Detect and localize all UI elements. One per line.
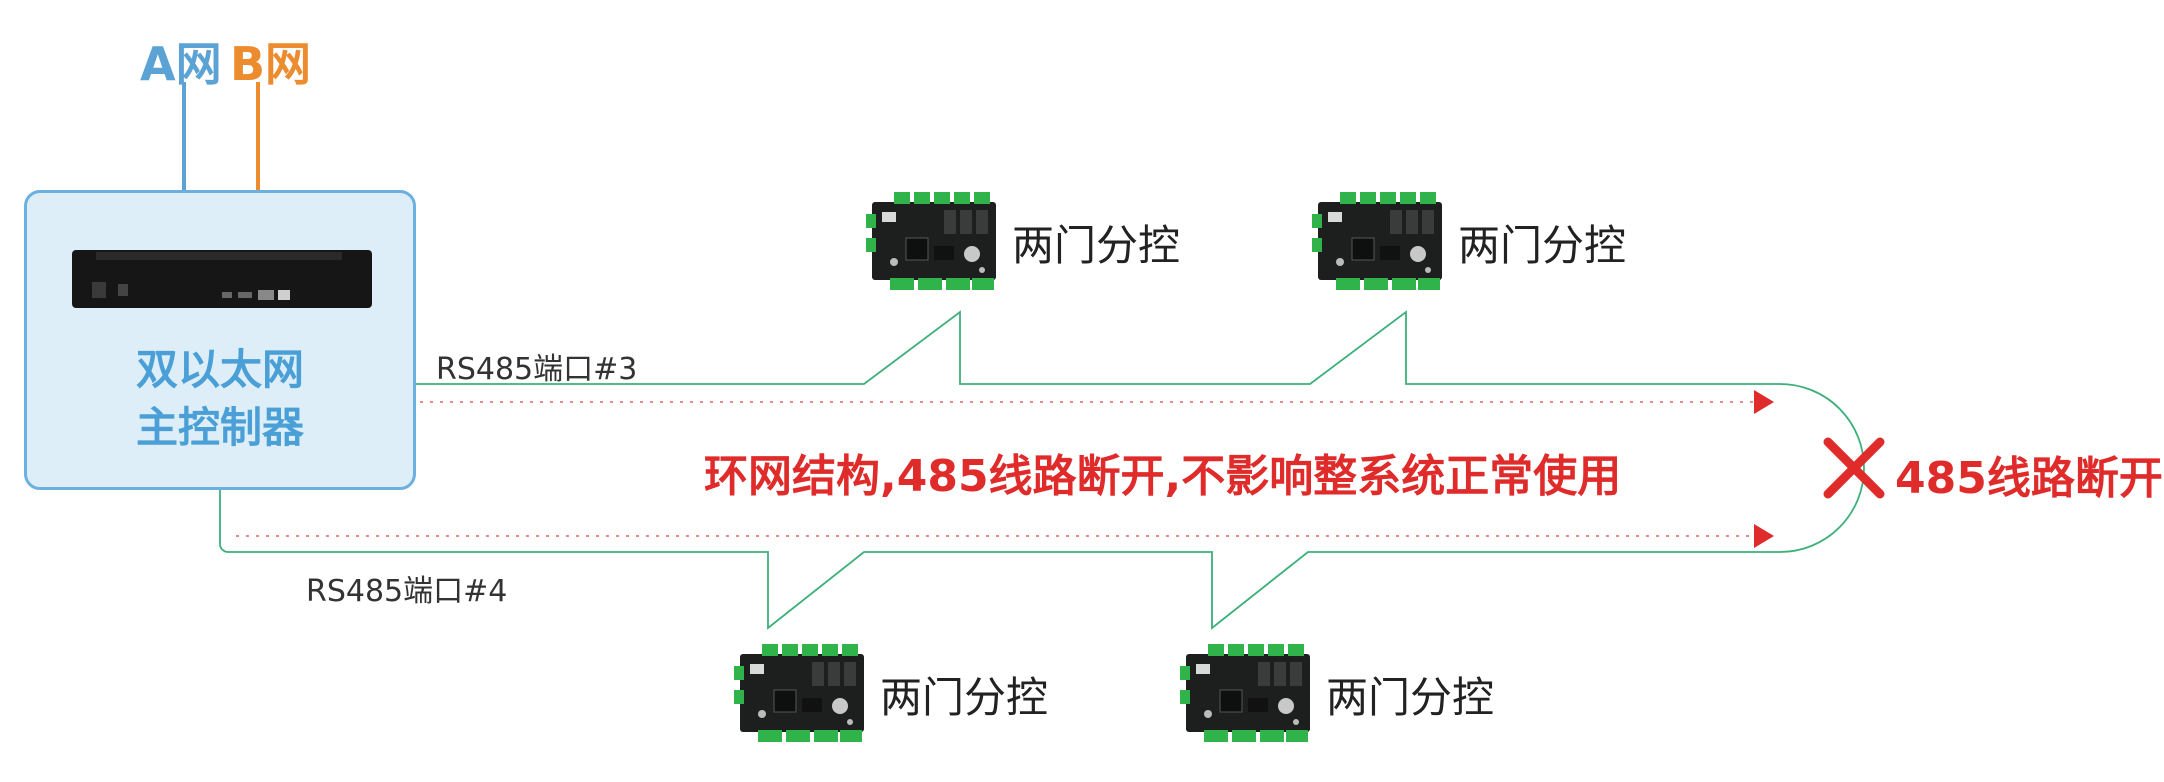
lower-flow-arrow-icon: [1754, 524, 1774, 548]
board-label-top-right: 两门分控: [1458, 212, 1626, 273]
port4-label: RS485端口#4: [306, 566, 507, 610]
board-label-bottom-right: 两门分控: [1326, 664, 1494, 725]
port3-label: RS485端口#3: [436, 344, 637, 388]
board-icon-bottom-right: [1180, 644, 1310, 742]
ring-network-message: 环网结构,485线路断开,不影响整系统正常使用: [704, 440, 1621, 504]
line-break-x-icon: [1828, 442, 1880, 494]
board-label-bottom-left: 两门分控: [880, 664, 1048, 725]
upper-flow-arrow-icon: [1754, 390, 1774, 414]
rack-controller-device-icon: [72, 250, 372, 308]
line-break-message: 485线路断开: [1895, 442, 2163, 506]
board-label-top-left: 两门分控: [1012, 212, 1180, 273]
board-icon-top-left: [866, 192, 996, 290]
board-icon-top-right: [1312, 192, 1442, 290]
board-icon-bottom-left: [734, 644, 864, 742]
